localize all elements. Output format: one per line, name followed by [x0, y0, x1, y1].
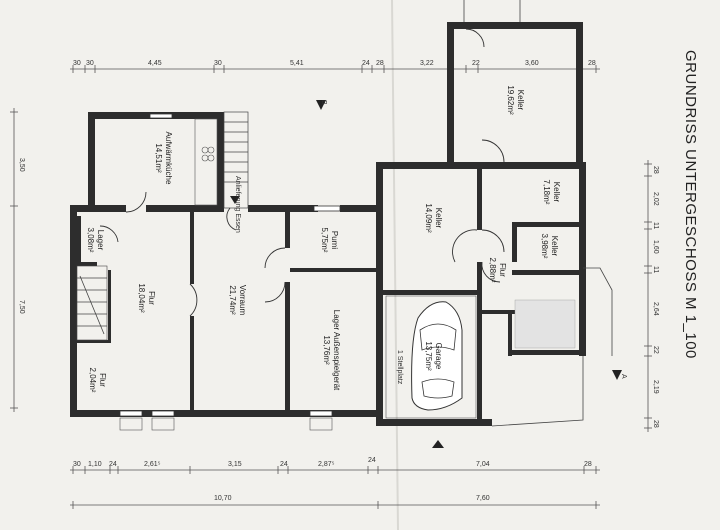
room-flur1-name: Flur: [147, 291, 156, 305]
dim-top-2: 4,45: [148, 60, 162, 67]
kitchen-counter: [194, 118, 218, 206]
room-kueche-name: Aufwärmküche: [164, 132, 173, 185]
room-lager2-name: Lager Außenspielgerät: [332, 310, 341, 391]
staircase-left: [76, 265, 108, 341]
room-lager2-area: 13,76m²: [322, 335, 331, 365]
windows: [119, 113, 341, 431]
room-kueche-area: 14,51m²: [154, 143, 163, 173]
room-keller2-name: Keller: [516, 90, 525, 111]
bottom-dimension-line-2: 10,70 7,60: [70, 495, 600, 509]
dim-top-4: 5,41: [290, 60, 304, 67]
room-flur3-name: Flur: [498, 263, 507, 277]
dim-top-1: 30: [86, 60, 94, 67]
dim-right-8: 28: [652, 420, 659, 428]
right-dimension-line: 28 2,02 11 1,60 11 2,64 22 2,19 28: [644, 160, 659, 432]
room-keller1-area: 14,09m²: [424, 203, 433, 233]
dim-right-1: 2,02: [652, 192, 659, 206]
dim-right-7: 2,19: [652, 380, 659, 394]
room-keller2-area: 19,62m²: [506, 85, 515, 115]
dim-bottom1-0: 30: [73, 461, 81, 468]
dim-bottom1-6: 2,87⁵: [318, 461, 335, 468]
dim-top-6: 28: [376, 60, 384, 67]
dim-right-6: 22: [652, 346, 659, 354]
stair-arrow: [230, 196, 240, 204]
plan-title: GRUNDRISS UNTERGESCHOSS M 1_100: [682, 50, 699, 359]
dim-bottom2-0: 10,70: [214, 495, 232, 502]
room-keller4-name: Keller: [550, 236, 559, 257]
section-marker-a: A: [612, 370, 627, 380]
room-vorraum-name: Vorraum: [238, 285, 247, 316]
left-dimension-line: 3,50 7,50: [10, 108, 25, 412]
dim-right-5: 2,64: [652, 302, 659, 316]
top-dimension-line: 30 30 4,45 30 5,41 24 28 3,22 22 3,60 28: [70, 60, 600, 73]
anlieferung-label: Anlieferung Essen: [234, 176, 241, 233]
dim-bottom1-8: 7,04: [476, 461, 490, 468]
room-garage-name: Garage: [434, 343, 443, 370]
dim-bottom1-9: 28: [584, 461, 592, 468]
room-lager1-area: 3,08m²: [86, 228, 95, 253]
room-keller1-name: Keller: [434, 208, 443, 229]
dim-right-3: 1,60: [652, 240, 659, 254]
marker-b-label: B: [320, 100, 327, 105]
doors: [99, 28, 505, 317]
dim-left-0: 3,50: [18, 158, 25, 172]
dim-bottom1-4: 3,15: [228, 461, 242, 468]
dim-left-1: 7,50: [18, 300, 25, 314]
room-keller4-area: 3,98m²: [540, 234, 549, 259]
room-labels: Aufwärmküche 14,51m² Lager 3,08m² Flur 1…: [86, 85, 561, 392]
room-vorraum-area: 21,74m²: [228, 285, 237, 315]
outdoor-lines: [385, 0, 613, 427]
dim-bottom1-7: 24: [368, 457, 376, 464]
dim-top-10: 28: [588, 60, 596, 67]
dim-right-0: 28: [652, 166, 659, 174]
dim-top-9: 3,60: [525, 60, 539, 67]
walls: [70, 22, 586, 426]
dim-top-8: 22: [472, 60, 480, 67]
room-keller3-area: 7,18m²: [542, 180, 551, 205]
room-pumi-area: 5,75m²: [320, 228, 329, 253]
dim-bottom1-1: 1,10: [88, 461, 102, 468]
section-marker-b: B: [316, 100, 327, 110]
dim-bottom1-3: 2,61⁵: [144, 461, 161, 468]
room-flur2-name: Flur: [98, 373, 107, 387]
dim-right-2: 11: [652, 222, 659, 229]
room-garage-area: 13,75m²: [424, 341, 433, 371]
garage-entry-marker: [432, 440, 444, 448]
dim-bottom1-5: 24: [280, 461, 288, 468]
room-flur1-area: 18,04m²: [137, 283, 146, 313]
dim-right-4: 11: [652, 266, 659, 273]
room-flur3-area: 2,88m²: [488, 258, 497, 283]
room-lager1-name: Lager: [96, 230, 105, 251]
dim-top-5: 24: [362, 60, 370, 67]
dim-top-3: 30: [214, 60, 222, 67]
dim-top-0: 30: [73, 60, 81, 67]
bottom-dimension-line-1: 30 1,10 24 2,61⁵ 3,15 24 2,87⁵ 24 7,04 2…: [70, 457, 600, 474]
staircase-top: [223, 111, 249, 209]
room-pumi-name: Pumi: [330, 231, 339, 249]
room-garage-note: 1 Stellplatz: [396, 350, 403, 385]
dim-top-7: 3,22: [420, 60, 434, 67]
room-flur2-area: 2,04m²: [88, 368, 97, 393]
dim-bottom1-2: 24: [109, 461, 117, 468]
dim-bottom2-1: 7,60: [476, 495, 490, 502]
room-keller3-name: Keller: [552, 182, 561, 203]
marker-a-label: A: [620, 374, 627, 379]
car-icon: [411, 301, 463, 411]
